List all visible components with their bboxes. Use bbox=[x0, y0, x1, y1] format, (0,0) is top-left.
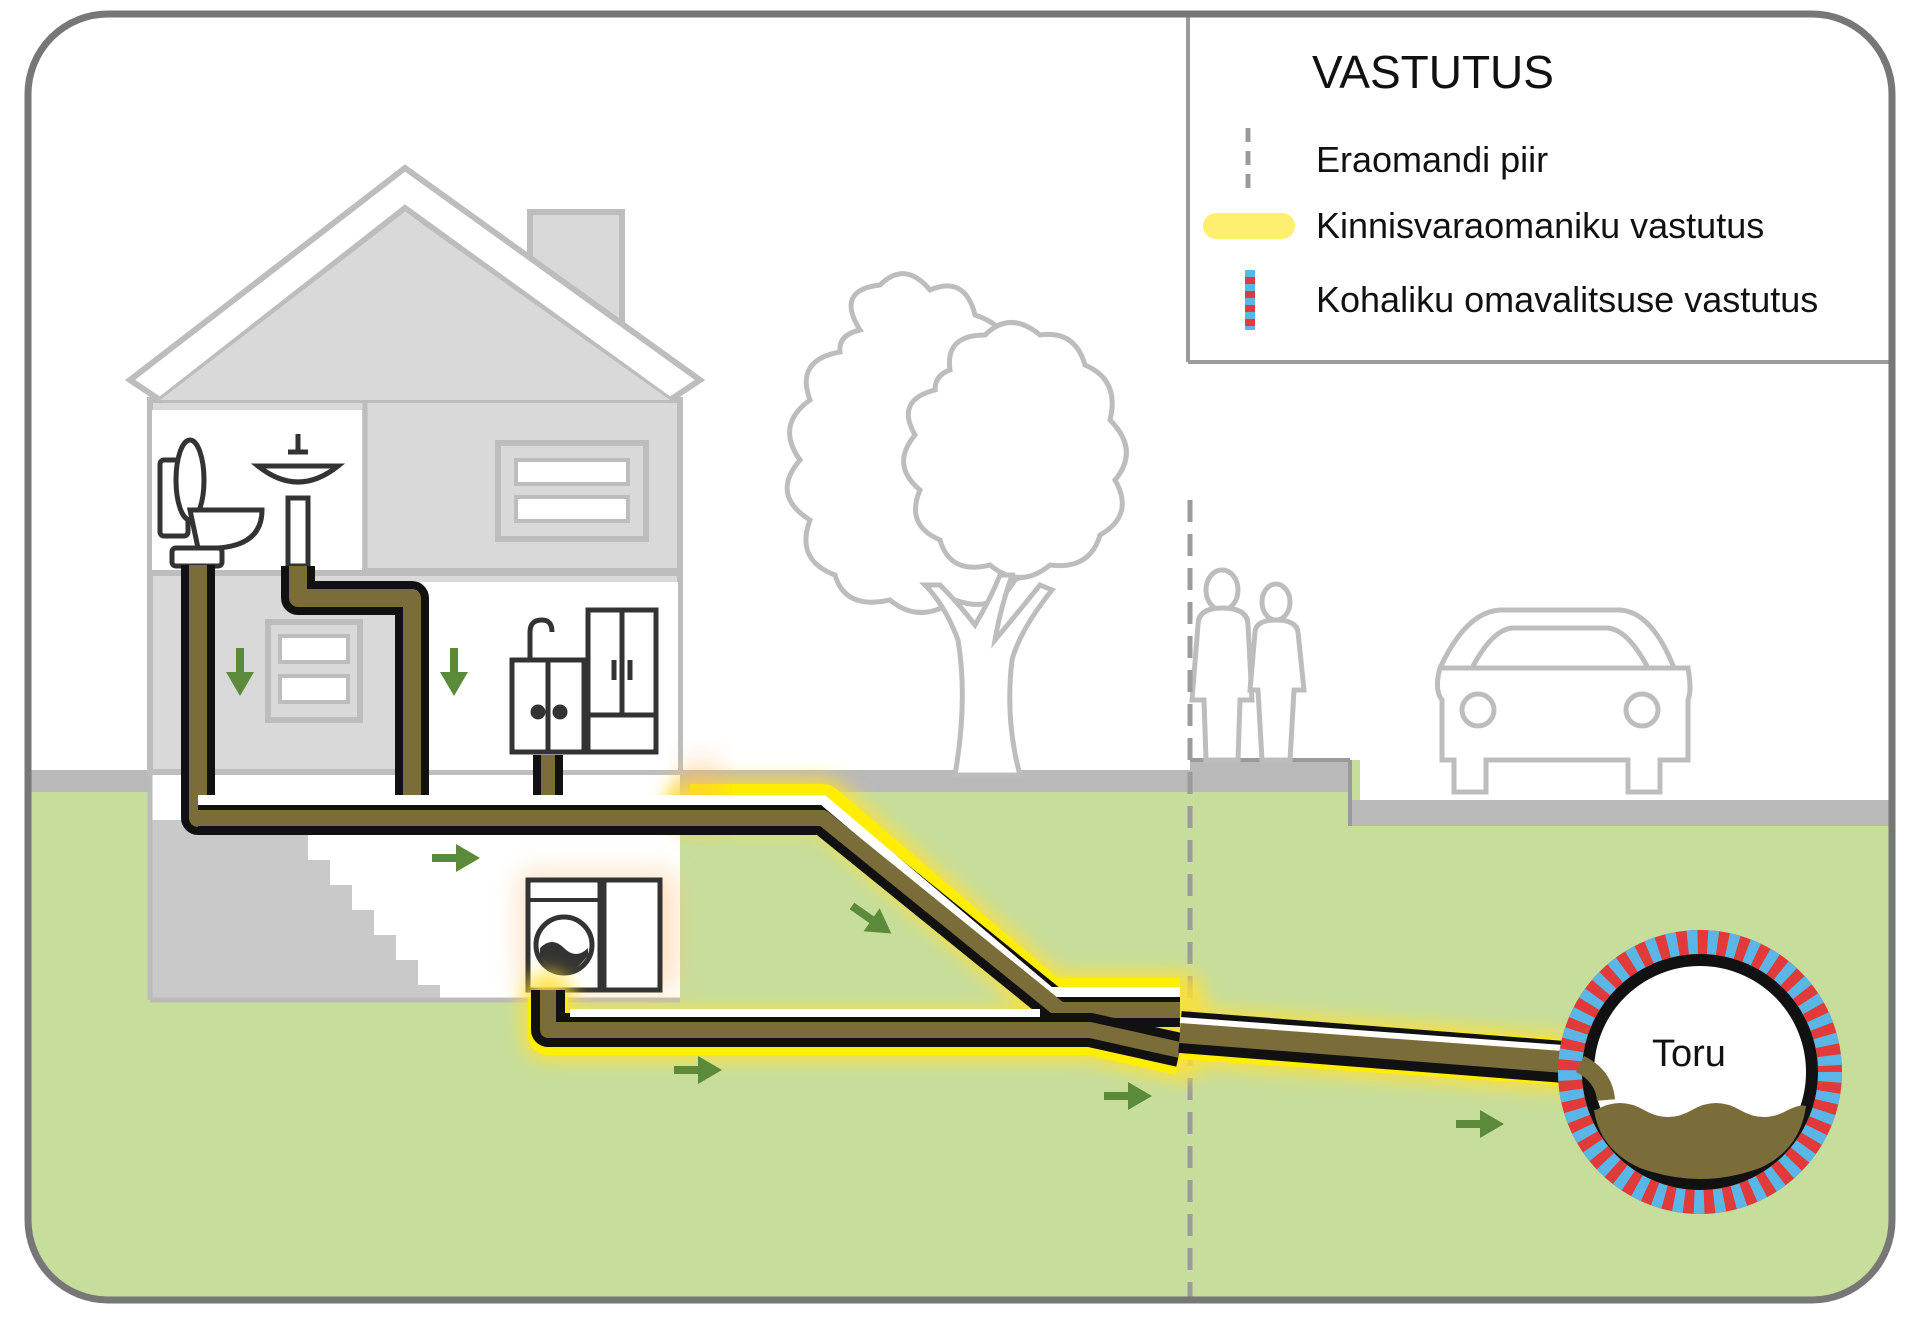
legend-item-boundary: Eraomandi piir bbox=[1316, 139, 1548, 180]
lower-window bbox=[265, 619, 363, 723]
people-icon bbox=[1189, 567, 1307, 763]
legend: VASTUTUS Eraomandi piir Kinnisvaraomanik… bbox=[1186, 14, 1892, 364]
upper-window bbox=[495, 440, 649, 542]
diagram-frame bbox=[24, 10, 1896, 1304]
legend-title: VASTUTUS bbox=[1312, 46, 1554, 98]
tree-icon bbox=[784, 271, 1129, 778]
cabinet-icon bbox=[585, 607, 659, 755]
sink-icon bbox=[250, 434, 346, 569]
main-pipe: Toru bbox=[1558, 930, 1842, 1214]
legend-item-municipal: Kohaliku omavalitsuse vastutus bbox=[1316, 279, 1818, 320]
basement-stairs bbox=[150, 820, 440, 1000]
main-pipe-label: Toru bbox=[1652, 1033, 1726, 1075]
washing-machine-icon bbox=[520, 872, 678, 993]
car-icon bbox=[1434, 607, 1693, 795]
legend-item-owner: Kinnisvaraomaniku vastutus bbox=[1316, 205, 1764, 246]
kitchen-sink-icon bbox=[509, 617, 587, 755]
toilet-icon bbox=[157, 437, 265, 569]
sewage-pipes bbox=[181, 565, 1592, 1085]
